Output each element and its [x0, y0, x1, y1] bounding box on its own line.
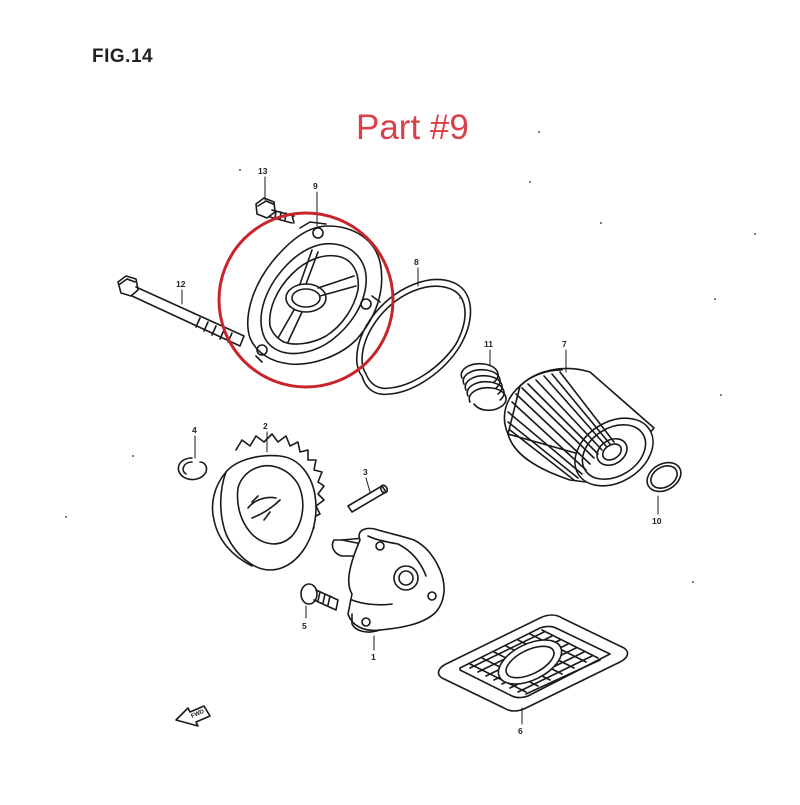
- label-1: 1: [371, 652, 376, 662]
- highlight-circle: [217, 211, 395, 389]
- label-5: 5: [302, 621, 307, 631]
- label-4: 4: [192, 425, 197, 435]
- label-13: 13: [258, 166, 268, 176]
- label-3: 3: [363, 467, 368, 477]
- label-6: 6: [518, 726, 523, 736]
- part-2-gear: [211, 433, 325, 571]
- part-1-oil-pump: [331, 527, 445, 633]
- part-8-o-ring: [355, 278, 472, 396]
- part-9-cover: [247, 221, 383, 366]
- part-12-long-bolt: [117, 275, 245, 347]
- part-10-o-ring: [646, 461, 682, 493]
- direction-arrow-icon: [175, 705, 211, 727]
- part-number-labels: 13 9 8 12 11 7 4 2 3 10 5 1 6 FWD: [176, 166, 662, 736]
- label-12: 12: [176, 279, 186, 289]
- part-3-pin: [347, 484, 389, 513]
- label-8: 8: [414, 257, 419, 267]
- part-5-screw: [300, 583, 339, 611]
- label-10: 10: [652, 516, 662, 526]
- figure-title: FIG.14: [92, 46, 154, 67]
- scan-specks: [65, 131, 756, 583]
- label-7: 7: [562, 339, 567, 349]
- leader-lines: [181, 176, 659, 725]
- label-11: 11: [484, 339, 493, 349]
- label-9: 9: [313, 181, 318, 191]
- part-11-spring: [460, 362, 507, 412]
- part-4-circlip: [177, 457, 208, 481]
- part-6-strainer: [437, 614, 629, 712]
- label-2: 2: [263, 421, 268, 431]
- part-callout-text: Part #9: [356, 108, 469, 147]
- direction-arrow-label: FWD: [190, 709, 206, 720]
- part-7-oil-filter: [503, 367, 655, 487]
